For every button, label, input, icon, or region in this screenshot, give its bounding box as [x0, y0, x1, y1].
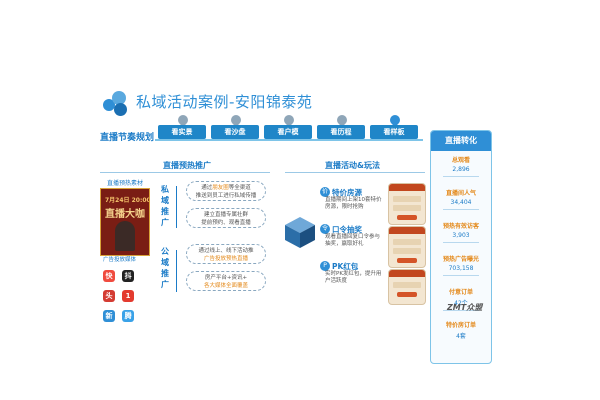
metric-label: 总观看 [451, 157, 470, 164]
metric-label: 预热广告曝光 [442, 256, 479, 263]
private-promo-label: 私域推广 [161, 185, 169, 227]
timeline-stage: 看实景 [158, 125, 206, 139]
feature-title: 特价房源 [332, 188, 362, 197]
timeline-stage: 看历程 [317, 125, 365, 139]
metric-label: 直播间人气 [445, 190, 476, 197]
phone-screenshot-image [388, 269, 426, 305]
discount-icon: 价 [320, 187, 330, 197]
keyword-icon: 令 [320, 224, 330, 234]
cube-icon [285, 217, 315, 248]
timeline-stage: 看沙盘 [211, 125, 259, 139]
metric-label: 预热有效访客 [442, 223, 479, 230]
promo-divider [100, 172, 270, 173]
metric-label: 特价房订单 [445, 322, 476, 329]
metric-value: 703,158 [448, 265, 474, 272]
douyin-app-icon: 抖 [122, 270, 135, 282]
poster-caption: 直播预热素材 [107, 180, 144, 187]
conversion-panel: 直播转化 总观看 2,896 直播间人气 34,404 预热有效访客 3,903… [430, 130, 492, 364]
poster-date: 7月24日 20:00 [105, 197, 150, 204]
private-promo-box: 通过朋友圈等全渠道 推送到员工进行私域传播 [186, 181, 266, 201]
box-text: 房产平台+资讯+ [204, 275, 248, 281]
poster-person-image [115, 221, 135, 251]
box-text: 通过线上、线下活动推 [198, 248, 254, 254]
metric-item: 预热有效访客 3,903 [431, 221, 491, 243]
conversion-title: 直播转化 [431, 131, 491, 151]
page-title: 私域活动案例-安阳锦泰苑 [136, 93, 313, 111]
box-text: 提前预约、观看直播 [201, 220, 251, 226]
public-promo-box: 通过线上、线下活动推 广告投放预热直播 [186, 244, 266, 264]
box-highlight: 各大媒体全面覆盖 [203, 283, 248, 289]
activity-divider [285, 172, 425, 173]
feature-title: PK红包 [332, 262, 359, 271]
poster-headline: 直播大咖 [105, 209, 145, 220]
box-highlight: 朋友圈 [212, 185, 229, 191]
media-app-icons: 快 抖 头 1 新 腾 [102, 263, 152, 323]
red-packet-icon: P [320, 261, 330, 271]
box-text: 建立直播专属社群 [203, 212, 248, 218]
metric-label: 付意订单 [448, 289, 473, 296]
tencent-app-icon: 腾 [122, 310, 135, 322]
promo-poster-image: 7月24日 20:00 直播大咖 [100, 188, 150, 256]
phone-screenshot-image [388, 226, 426, 268]
watermark-logo: ZMT众盟 [447, 303, 483, 312]
metric-item: 特价房订单 4套 [431, 320, 491, 340]
activity-section-title: 直播活动&玩法 [325, 161, 380, 170]
metric-value: 2,896 [452, 166, 470, 173]
public-promo-label: 公域推广 [161, 247, 169, 289]
metric-value: 4套 [456, 333, 466, 340]
metric-item: 总观看 2,896 [431, 155, 491, 177]
feature-desc: 观看直播回复口令参与抽奖，赢取好礼 [325, 234, 381, 247]
public-promo-box: 房产平台+资讯+ 各大媒体全面覆盖 [186, 271, 266, 291]
metric-item: 付意订单 42个 [431, 287, 491, 311]
media-caption: 广告投放媒体 [103, 257, 137, 263]
metric-item: 预热广告曝光 703,158 [431, 254, 491, 276]
promo-section-title: 直播预热推广 [163, 161, 211, 170]
box-text: 等全渠道 [228, 185, 251, 191]
private-promo-box: 建立直播专属社群 提前预约、观看直播 [186, 208, 266, 228]
toutiao-app-icon: 头 [103, 290, 115, 302]
app-icon: 1 [122, 290, 135, 302]
box-text: 推送到员工进行私域传播 [195, 193, 257, 199]
kuaishou-app-icon: 快 [103, 270, 115, 282]
timeline-label: 直播节奏规划 [100, 133, 155, 143]
metric-item: 直播间人气 34,404 [431, 188, 491, 210]
timeline-stage: 看户模 [264, 125, 312, 139]
phone-screenshot-image [388, 183, 426, 225]
feature-title: 口令抽奖 [332, 225, 362, 234]
timeline-stage: 看样板 [370, 125, 418, 139]
metric-value: 42个 [454, 300, 468, 307]
public-bracket [176, 250, 177, 292]
news-app-icon: 新 [103, 310, 115, 322]
box-highlight: 广告投放预热直播 [203, 256, 248, 262]
metric-value: 34,404 [450, 199, 472, 206]
feature-desc: 直播期间上架10套特价房源，限时抢购 [325, 197, 382, 210]
feature-desc: 实时PK发红包，提升用户活跃度 [325, 271, 382, 284]
metric-value: 3,903 [452, 232, 470, 239]
timeline-line [155, 139, 423, 141]
private-bracket [176, 186, 177, 228]
brand-logo-icon [103, 91, 129, 117]
box-text: 通过 [201, 185, 213, 191]
